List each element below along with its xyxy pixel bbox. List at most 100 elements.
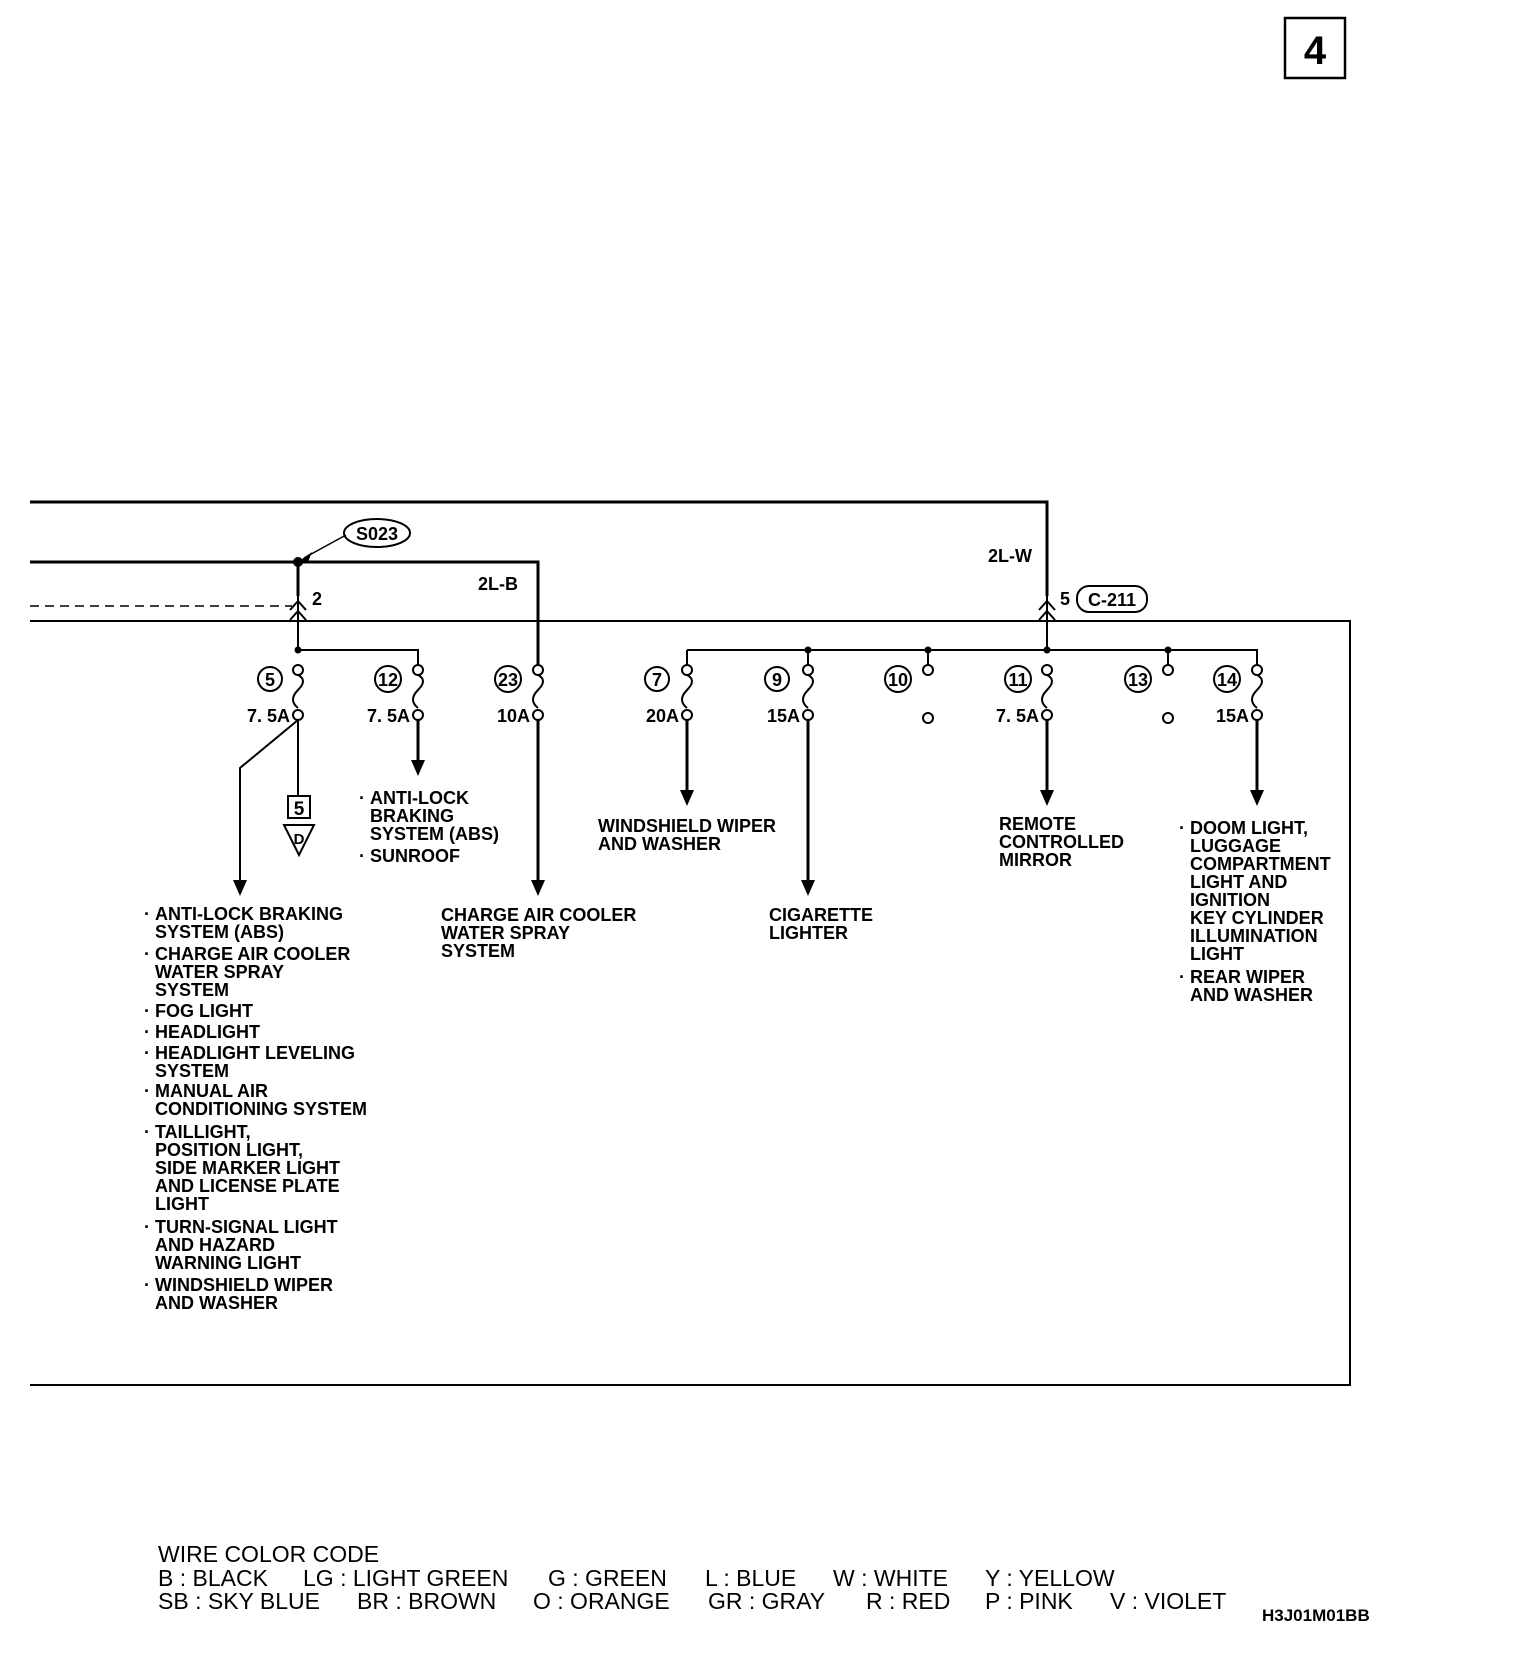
fuse-number-circle: [494, 665, 522, 693]
wire-label-2l-w: 2L-W: [988, 546, 1032, 566]
svg-text:·: ·: [144, 1043, 150, 1063]
svg-text:WATER SPRAY: WATER SPRAY: [155, 962, 284, 982]
page-number: 4: [1304, 29, 1327, 73]
svg-text:·: ·: [144, 944, 150, 964]
loads-fuse11: REMOTE CONTROLLED MIRROR: [999, 814, 1124, 870]
svg-text:REAR WIPER: REAR WIPER: [1190, 967, 1305, 987]
legend-item: Y : YELLOW: [985, 1565, 1115, 1591]
fuse-number: 10: [888, 670, 908, 690]
loads-fuse23: CHARGE AIR COOLER WATER SPRAY SYSTEM: [441, 905, 636, 961]
svg-text:HEADLIGHT LEVELING: HEADLIGHT LEVELING: [155, 1043, 355, 1063]
legend-item: BR : BROWN: [357, 1588, 496, 1614]
legend-item: L : BLUE: [705, 1565, 796, 1591]
fuse-5: 5 7. 5A: [247, 664, 304, 726]
svg-text:LIGHTER: LIGHTER: [769, 923, 848, 943]
fuse-bus-left: [298, 649, 419, 665]
svg-text:SYSTEM: SYSTEM: [441, 941, 515, 961]
legend-item: G : GREEN: [548, 1565, 667, 1591]
fuse-11: 11 7. 5A: [996, 664, 1053, 726]
fuse-14: 14 15A: [1213, 664, 1263, 726]
svg-text:WARNING LIGHT: WARNING LIGHT: [155, 1253, 301, 1273]
loads-fuse14: · DOOM LIGHT, LUGGAGE COMPARTMENT LIGHT …: [1179, 818, 1331, 1005]
legend-item: P : PINK: [985, 1588, 1073, 1614]
connector-c211-box: [1076, 585, 1148, 613]
svg-text:CONTROLLED: CONTROLLED: [999, 832, 1124, 852]
svg-text:ANTI-LOCK: ANTI-LOCK: [370, 788, 469, 808]
svg-text:LIGHT AND: LIGHT AND: [1190, 872, 1287, 892]
legend-item: R : RED: [866, 1588, 950, 1614]
legend-item: B : BLACK: [158, 1565, 269, 1591]
svg-text:MIRROR: MIRROR: [999, 850, 1072, 870]
svg-text:TAILLIGHT,: TAILLIGHT,: [155, 1122, 251, 1142]
wire-color-legend: WIRE COLOR CODE B : BLACK LG : LIGHT GRE…: [158, 1541, 1226, 1614]
svg-text:SYSTEM (ABS): SYSTEM (ABS): [155, 922, 284, 942]
page-number-box: [1283, 16, 1347, 80]
svg-text:·: ·: [1179, 818, 1185, 838]
svg-text:·: ·: [144, 1001, 150, 1021]
fuse-bus-right: [686, 649, 1258, 665]
wire-2l-b: [298, 560, 540, 665]
svg-text:REMOTE: REMOTE: [999, 814, 1076, 834]
svg-text:POSITION LIGHT,: POSITION LIGHT,: [155, 1140, 303, 1160]
fuse-rating: 20A: [646, 706, 679, 726]
pin-label-5: 5: [1060, 589, 1070, 609]
svg-text:·: ·: [144, 1022, 150, 1042]
fuse-number: 13: [1128, 670, 1148, 690]
fuse-number-circle: [257, 666, 283, 692]
svg-text:HEADLIGHT: HEADLIGHT: [155, 1022, 260, 1042]
legend-item: GR : GRAY: [708, 1588, 825, 1614]
svg-text:SYSTEM: SYSTEM: [155, 980, 229, 1000]
fuse-12: 12 7. 5A: [367, 664, 424, 726]
svg-text:CHARGE AIR COOLER: CHARGE AIR COOLER: [441, 905, 636, 925]
svg-text:·: ·: [144, 1122, 150, 1142]
svg-text:SIDE MARKER LIGHT: SIDE MARKER LIGHT: [155, 1158, 340, 1178]
fuse-number-circle: [884, 665, 912, 693]
legend-item: V : VIOLET: [1110, 1588, 1226, 1614]
fuse-7: 7 20A: [644, 664, 693, 726]
legend-item: SB : SKY BLUE: [158, 1588, 320, 1614]
wire-2l-w: [30, 500, 1049, 596]
ref-triangle: [282, 824, 316, 858]
svg-text:AND LICENSE PLATE: AND LICENSE PLATE: [155, 1176, 340, 1196]
svg-text:WATER SPRAY: WATER SPRAY: [441, 923, 570, 943]
connector-c211: C-211: [1088, 590, 1136, 610]
svg-text:WINDSHIELD WIPER: WINDSHIELD WIPER: [598, 816, 776, 836]
legend-item: LG : LIGHT GREEN: [303, 1565, 508, 1591]
fuse-rating: 7. 5A: [996, 706, 1039, 726]
wire-main-bus: [30, 560, 300, 596]
fuse-number-circle: [1004, 665, 1032, 693]
fuse-23: 23 10A: [494, 664, 544, 726]
fuse-number-circle: [374, 665, 402, 693]
fuse-10-empty: 10: [884, 664, 934, 724]
splice-label-oval: [343, 518, 411, 548]
fuse-number: 14: [1217, 670, 1237, 690]
svg-text:·: ·: [1179, 967, 1185, 987]
pin-label-2: 2: [312, 589, 322, 609]
svg-text:CIGARETTE: CIGARETTE: [769, 905, 873, 925]
fuse-number-circle: [1213, 665, 1241, 693]
svg-text:ILLUMINATION: ILLUMINATION: [1190, 926, 1318, 946]
fuse-13-empty: 13: [1124, 664, 1174, 724]
svg-text:BRAKING: BRAKING: [370, 806, 454, 826]
fuse-number-circle: [764, 666, 790, 692]
svg-text:ANTI-LOCK BRAKING: ANTI-LOCK BRAKING: [155, 904, 343, 924]
fuse-rating: 10A: [497, 706, 530, 726]
svg-text:·: ·: [359, 788, 365, 808]
svg-text:SYSTEM: SYSTEM: [155, 1061, 229, 1081]
legend-item: O : ORANGE: [533, 1588, 670, 1614]
svg-text:KEY CYLINDER: KEY CYLINDER: [1190, 908, 1324, 928]
loads-fuse12: · ANTI-LOCK BRAKING SYSTEM (ABS) · SUNRO…: [359, 788, 499, 866]
svg-text:SUNROOF: SUNROOF: [370, 846, 460, 866]
svg-text:DOOM LIGHT,: DOOM LIGHT,: [1190, 818, 1308, 838]
fuse-number-circle: [1124, 665, 1152, 693]
splice-label: S023: [356, 524, 398, 544]
junction-block-outline: [30, 620, 1351, 1386]
svg-text:·: ·: [144, 1275, 150, 1295]
fuse-rating: 7. 5A: [247, 706, 290, 726]
svg-text:LUGGAGE: LUGGAGE: [1190, 836, 1281, 856]
svg-text:AND HAZARD: AND HAZARD: [155, 1235, 275, 1255]
fuse-number: 23: [498, 670, 518, 690]
fuse-rating: 15A: [767, 706, 800, 726]
wire-label-2l-b: 2L-B: [478, 574, 518, 594]
